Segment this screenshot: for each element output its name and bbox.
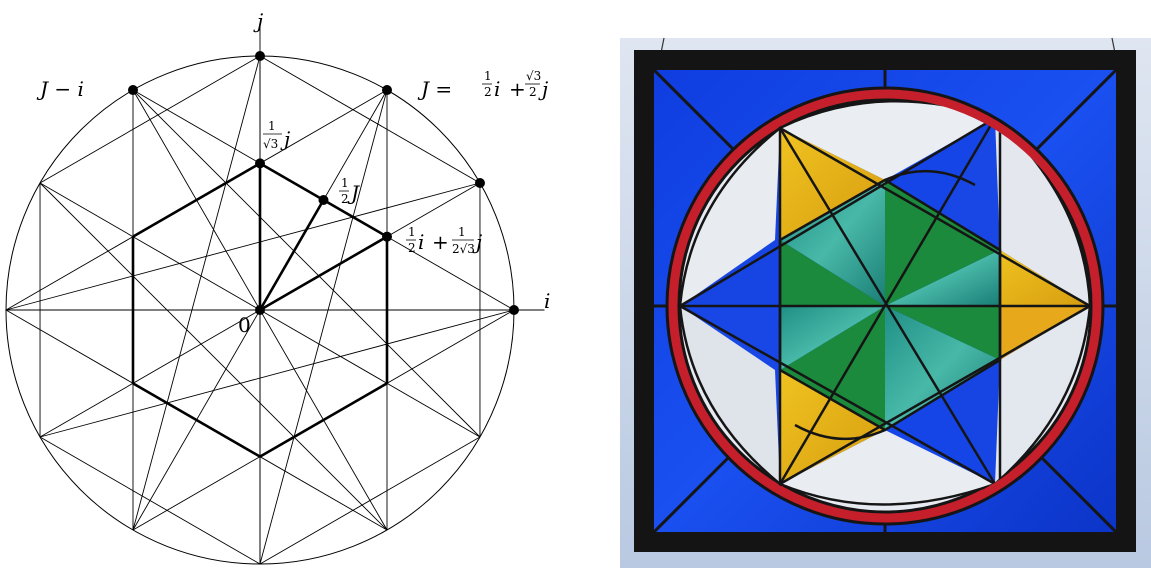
label-inv-sqrt3-j: 1 √3 j [263,119,290,151]
frac-den-2sqrt3: 2√3 [452,242,475,256]
J-term-j: j [538,77,548,101]
point-inv-sqrt3-j [255,158,265,169]
term-j: j [472,230,482,254]
clear-glass [680,128,780,306]
clear-glass [995,118,1090,306]
inner-panels [678,99,1092,512]
hexagon-diagram: j i 0 J − i J = 1 2 i + √3 2 j 1 √3 j 1 [5,9,550,565]
frac-den-2: 2 [408,241,416,255]
clear-glass [680,306,780,484]
point-i [509,305,519,315]
yellow-glass [780,370,885,484]
frac-num-1: 1 [408,225,416,239]
green-glass [780,306,885,430]
label-J-definition: J = 1 2 i + √3 2 j [417,69,548,101]
green-glass [780,306,885,370]
green-glass [780,240,885,306]
J-plus: + [509,77,526,101]
clear-glass [995,306,1090,484]
green-glass [885,180,1000,306]
region-edge [258,199,325,311]
frac-num-1: 1 [484,69,492,83]
green-glass [780,180,885,306]
inner-hexagon-edge [132,162,261,238]
inner-hexagon-edge [259,382,388,458]
green-glass [885,306,1000,430]
frac-den-2: 2 [484,85,492,99]
frac-num-sqrt3: √3 [526,69,541,83]
star-line [39,182,388,531]
origin-label: 0 [238,313,251,337]
J-term-i: i [494,77,500,101]
term-i: i [418,230,424,254]
green-glass [885,250,1000,306]
region-edge [259,235,388,312]
frac-den-2: 2 [341,192,349,206]
point-circle-30deg [474,178,485,188]
frac-num-1: 1 [458,225,466,239]
frac-num-1: 1 [268,119,276,133]
clear-glass [780,430,995,505]
frac-den-sqrt3: √3 [263,137,278,151]
plus: + [432,230,449,254]
term-j: j [280,127,290,151]
inner-hexagon-edge [132,382,261,458]
star-line [132,89,481,438]
construction-lines [5,25,545,565]
frac-num-1: 1 [341,176,349,190]
label-half-J: 1 2 J [339,176,360,206]
point-J-minus-i [128,85,138,96]
star-line [259,89,388,565]
point-origin [255,305,265,315]
outer-hexagon-edge [39,436,261,565]
marked-points [128,51,519,315]
axis-label-j: j [253,9,263,33]
point-j [255,51,265,61]
clear-glass [780,101,995,180]
outer-hexagon-edge [39,55,261,184]
J-equals: J = [417,77,452,101]
term-J: J [347,181,360,205]
point-hexagon-vertex [382,231,392,242]
label-J-minus-i: J − i [36,77,84,101]
star-line [132,55,261,531]
stained-glass-photo [620,37,1151,568]
outer-hexagon-edge [259,55,481,184]
point-J [382,85,392,96]
outer-hexagon-edge [259,436,481,565]
star-line [39,309,515,438]
label-hexagon-vertex: 1 2 i + 1 2√3 j [406,225,482,256]
point-half-J [318,195,329,206]
axis-label-i: i [544,289,550,313]
lead-lines [678,99,1092,512]
frac-den-2: 2 [529,85,537,99]
yellow-glass [780,128,885,240]
star-line [5,182,481,311]
